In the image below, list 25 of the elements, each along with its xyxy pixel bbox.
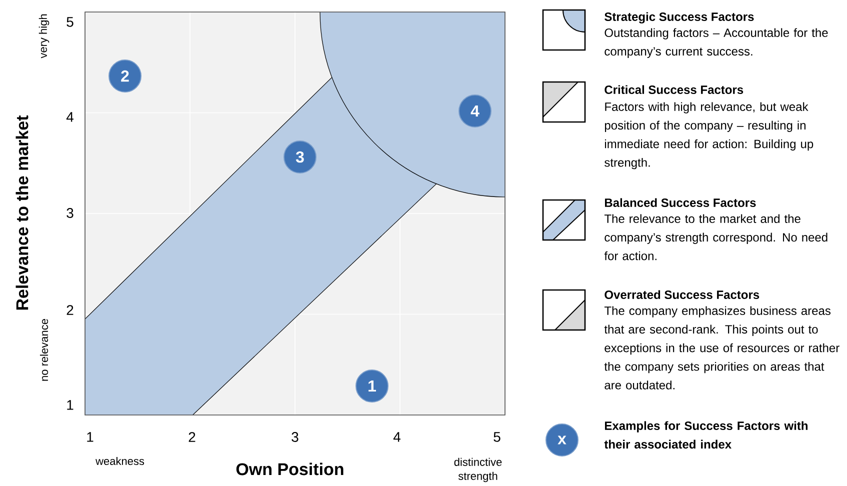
tick-label: 3 <box>66 208 74 218</box>
tick-label: 5 <box>66 17 74 27</box>
legend-heading: Critical Success Factors <box>604 85 744 94</box>
axis-end-label: distinctive strength <box>454 458 502 482</box>
axis-end-label: very high <box>38 14 50 58</box>
tick-label: 3 <box>292 432 298 442</box>
tick-label: 1 <box>87 432 94 442</box>
legend-description: Factors with high relevance, but weak position of the company – resulting in immediate need for action: Building up strength. <box>604 102 814 170</box>
legend-heading: Balanced Success Factors <box>605 198 756 207</box>
tick-label: 5 <box>494 432 500 442</box>
axis-end-label: no relevance <box>40 319 48 381</box>
tick-label: 4 <box>66 112 74 122</box>
legend-description: The relevance to the market and the company’s strength correspond. No need for action. <box>604 214 828 260</box>
legend-heading: Strategic Success Factors <box>604 12 754 24</box>
tick-label: 2 <box>66 305 74 315</box>
tick-label: 1 <box>67 400 74 410</box>
axis-end-label: weakness <box>96 456 144 466</box>
legend-description: Outstanding factors – Accountable for the company’s current success. <box>604 28 828 58</box>
legend-heading: Examples for Success Factors with their associated index <box>604 421 808 449</box>
axis-title: Relevance to the market <box>16 115 28 310</box>
axis-title: Own Position <box>236 462 344 476</box>
legend-heading: Overrated Success Factors <box>604 290 760 299</box>
legend-description: The company emphasizes business areas that are second-rank. This points out to exceptions in the use of resources or rather the company sets priorities on areas that are outdated. <box>604 306 840 390</box>
tick-label: 2 <box>188 432 196 442</box>
tick-label: 4 <box>393 432 400 442</box>
